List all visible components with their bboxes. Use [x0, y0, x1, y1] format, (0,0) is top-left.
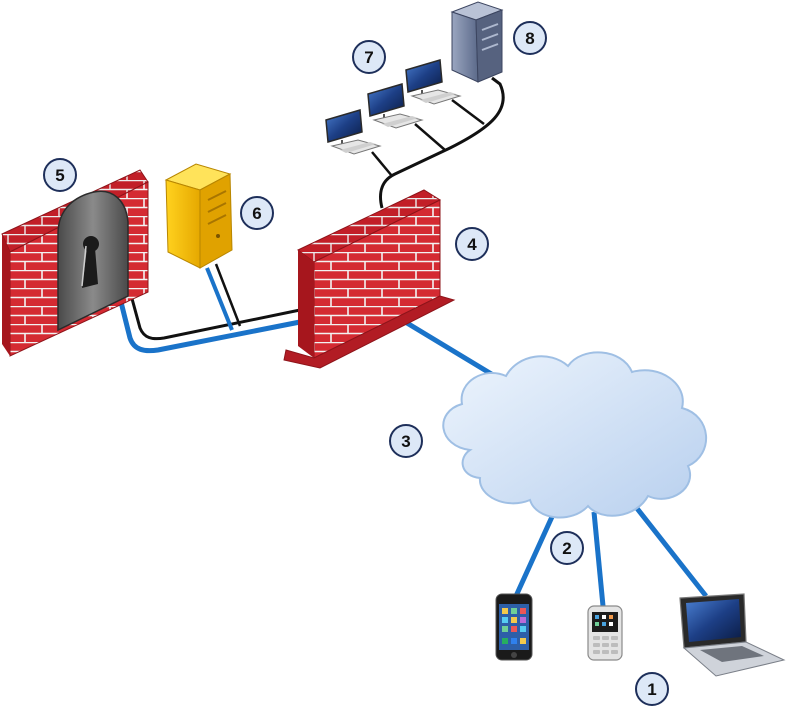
desktop-computer-icon — [367, 83, 424, 129]
svg-text:5: 5 — [55, 166, 64, 185]
smartphone-icon — [495, 593, 533, 661]
callout-4: 4 — [455, 227, 489, 261]
device-link-cable — [591, 511, 606, 607]
mobile-phone-icon — [587, 605, 623, 661]
cables — [115, 76, 708, 607]
svg-text:8: 8 — [525, 29, 534, 48]
svg-text:3: 3 — [401, 432, 410, 451]
lan-uplink-cable — [379, 76, 505, 209]
internet-uplink-cable — [400, 317, 500, 381]
server-icon — [450, 1, 504, 83]
desktop-computer-icon — [325, 109, 382, 155]
callout-7: 7 — [352, 40, 386, 74]
desktop-drop-cable — [371, 151, 393, 177]
server-icon — [164, 163, 233, 269]
svg-text:1: 1 — [647, 680, 656, 699]
callout-1: 1 — [635, 672, 669, 706]
firewall-icon — [283, 189, 456, 369]
svg-text:2: 2 — [562, 539, 571, 558]
device-link-cable — [513, 506, 559, 598]
dmz-black-cable — [126, 283, 301, 341]
desktop-computer-icon — [405, 59, 462, 105]
cloud-icon — [442, 351, 707, 519]
svg-text:4: 4 — [467, 235, 477, 254]
server-black-cable — [214, 263, 242, 327]
firewall-gateway-icon — [1, 169, 149, 357]
callout-3: 3 — [389, 424, 423, 458]
svg-text:7: 7 — [364, 48, 373, 67]
dmz-blue-cable — [115, 289, 301, 354]
device-link-cable — [630, 500, 708, 598]
callout-2: 2 — [550, 531, 584, 565]
desktop-drop-cable — [451, 99, 485, 125]
laptop-icon — [679, 593, 786, 677]
callout-5: 5 — [43, 158, 77, 192]
callout-8: 8 — [513, 21, 547, 55]
callout-6: 6 — [240, 196, 274, 230]
svg-text:6: 6 — [252, 204, 261, 223]
server-blue-cable — [205, 267, 234, 331]
desktop-drop-cable — [414, 123, 446, 151]
